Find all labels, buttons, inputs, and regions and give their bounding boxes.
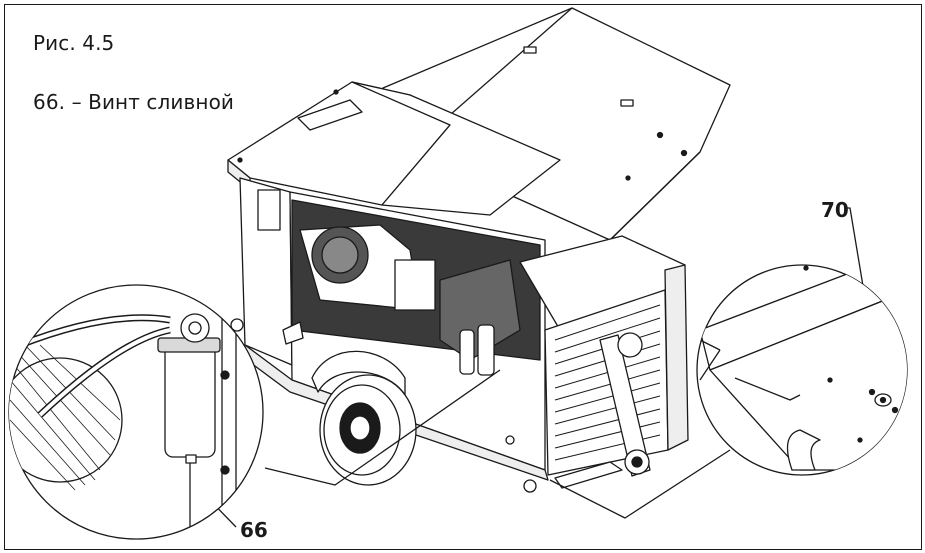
detail-circle-right — [696, 264, 908, 476]
part-legend: 66. – Винт сливной — [33, 90, 234, 114]
callout-part-70: 70 — [821, 198, 849, 222]
detail-circle-left — [8, 284, 264, 540]
figure-number: Рис. 4.5 — [33, 31, 115, 55]
compressor-body — [239, 177, 546, 471]
wheel — [311, 350, 417, 486]
drawbar — [599, 332, 651, 477]
callout-drain-screw: 66 — [240, 518, 268, 542]
